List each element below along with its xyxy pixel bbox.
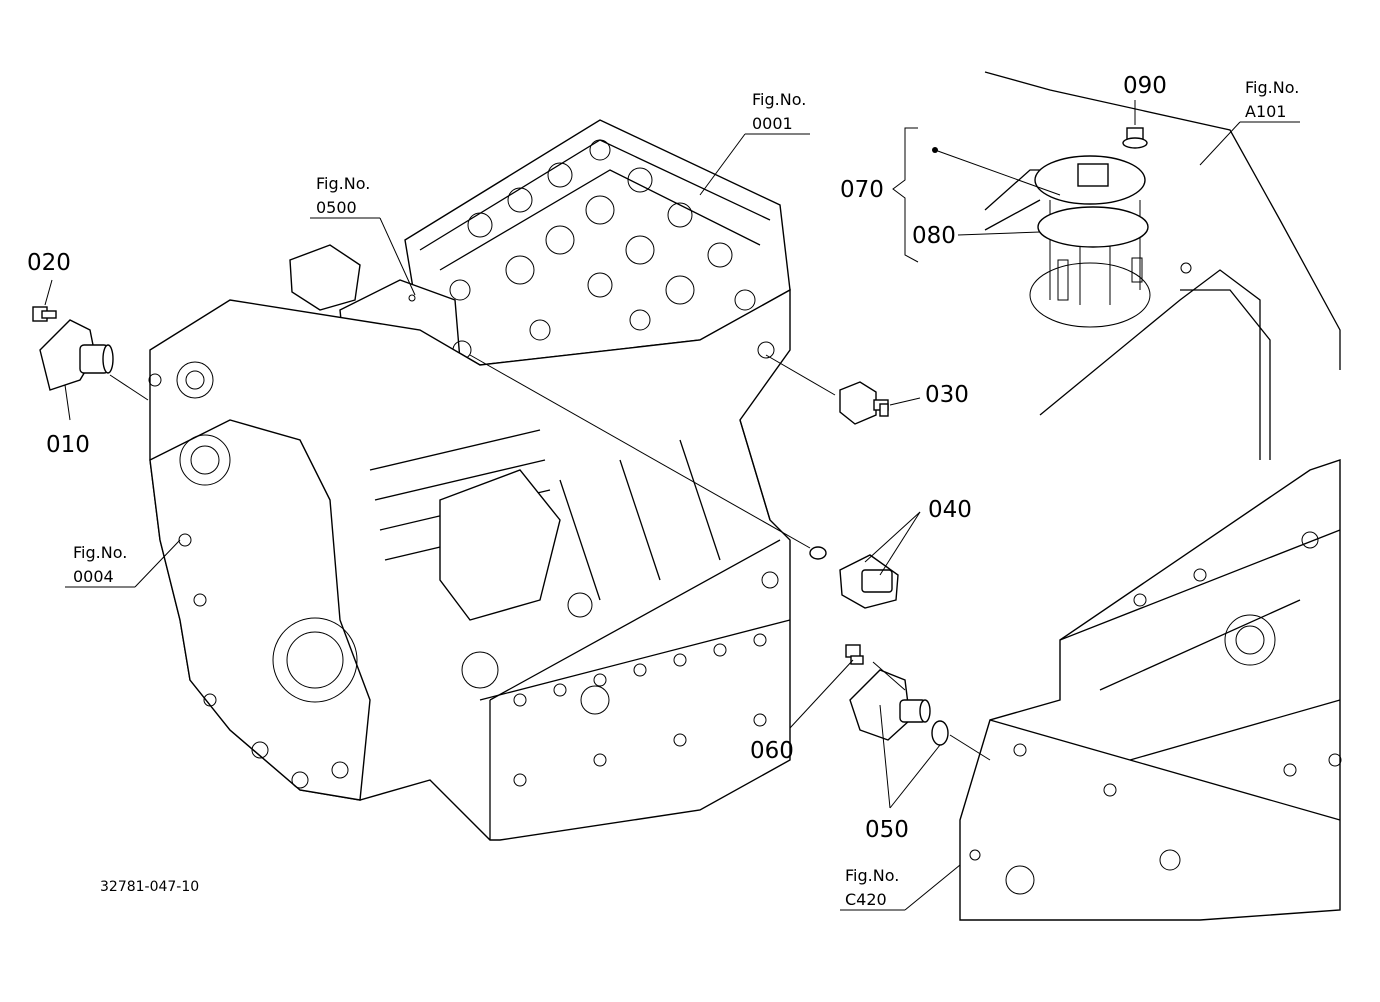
fig-number-c420: C420: [845, 890, 887, 909]
sensor-050: [849, 669, 949, 746]
fig-number-0500: 0500: [316, 198, 357, 217]
fig-number-a101: A101: [1245, 102, 1286, 121]
sensor-030: [839, 381, 889, 425]
transmission-housing: [959, 459, 1342, 921]
screw-090: [1122, 127, 1148, 149]
part-label-050: 050: [865, 817, 909, 843]
fig-prefix-c420: Fig.No.: [845, 866, 899, 885]
part-label-080: 080: [912, 223, 956, 249]
sensor-010: [39, 319, 114, 391]
drawing-code: 32781-047-10: [100, 879, 199, 895]
engine-assembly: [148, 119, 791, 841]
part-number-labels: 020 010 030 040 060 050 070 080 090: [27, 73, 1167, 843]
part-label-010: 010: [46, 432, 90, 458]
sensor-040: [809, 546, 899, 609]
part-label-060: 060: [750, 738, 794, 764]
part-label-030: 030: [925, 382, 969, 408]
fig-number-0001: 0001: [752, 114, 793, 133]
part-label-090: 090: [1123, 73, 1167, 99]
bolt-060: [845, 644, 864, 665]
fig-prefix-0500: Fig.No.: [316, 174, 370, 193]
fig-number-0004: 0004: [73, 567, 114, 586]
bolt-020: [32, 306, 57, 322]
fig-prefix-0001: Fig.No.: [752, 90, 806, 109]
part-label-040: 040: [928, 497, 972, 523]
head-ports: [449, 139, 756, 341]
part-label-020: 020: [27, 250, 71, 276]
fig-prefix-0004: Fig.No.: [73, 543, 127, 562]
fig-prefix-a101: Fig.No.: [1245, 78, 1299, 97]
fuel-tank: [984, 71, 1341, 460]
gasket-080: [1037, 206, 1149, 248]
part-label-070: 070: [840, 177, 884, 203]
block-bolt-holes: [513, 571, 779, 787]
figure-references: Fig.No. 0001 Fig.No. 0500 Fig.No. 0004 F…: [73, 78, 1299, 909]
leader-lines: [44, 100, 1300, 911]
